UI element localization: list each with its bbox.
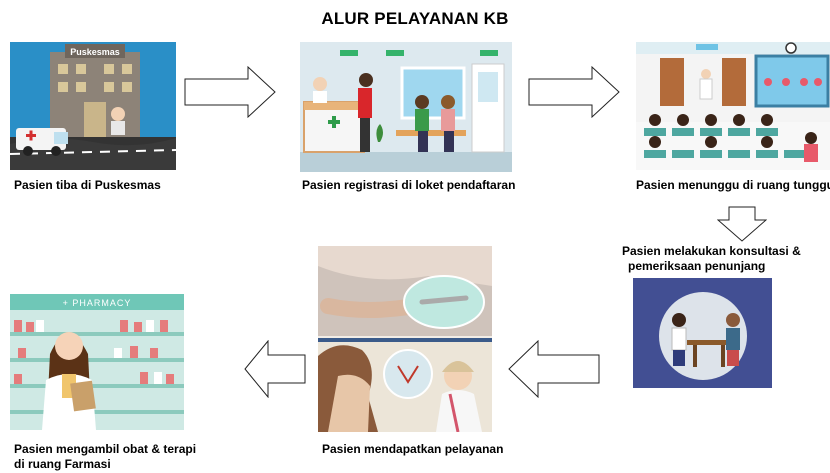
caption-step-6-line1: Pasien mengambil obat & terapi xyxy=(14,442,197,456)
caption-step-2: Pasien registrasi di loket pendaftaran xyxy=(302,178,516,192)
waiting-room-illustration xyxy=(636,42,830,170)
arrow-left-2 xyxy=(244,340,306,398)
caption-step-6-line2: di ruang Farmasi xyxy=(14,457,111,471)
pharmacy-illustration: + PHARMACY xyxy=(10,294,184,430)
caption-step-4: Pasien melakukan konsultasi & pemeriksaa… xyxy=(622,244,801,274)
arrow-right-1 xyxy=(184,66,276,118)
caption-step-4-line1: Pasien melakukan konsultasi & xyxy=(622,244,801,258)
hospital-cross-icon xyxy=(328,116,340,128)
caption-step-4-line2: pemeriksaan penunjang xyxy=(628,259,766,273)
diagram-title: ALUR PELAYANAN KB xyxy=(321,9,509,28)
pharmacy-sign: + PHARMACY xyxy=(63,298,132,308)
registration-illustration xyxy=(300,42,512,172)
caption-step-6: Pasien mengambil obat & terapi di ruang … xyxy=(14,442,196,472)
consultation-illustration xyxy=(633,278,772,388)
iud-icon xyxy=(419,295,469,305)
caption-step-5: Pasien mendapatkan pelayanan xyxy=(322,442,504,456)
puskesmas-illustration: Puskesmas xyxy=(10,42,176,170)
caption-step-1: Pasien tiba di Puskesmas xyxy=(14,178,161,192)
clock-icon xyxy=(785,42,797,54)
arrow-down xyxy=(717,206,767,242)
puskesmas-sign: Puskesmas xyxy=(70,47,120,57)
ambulance-icon xyxy=(16,128,68,156)
service-illustration xyxy=(318,246,492,432)
caption-step-3: Pasien menunggu di ruang tunggu xyxy=(636,178,830,192)
arrow-left-1 xyxy=(508,340,600,398)
arrow-right-2 xyxy=(528,66,620,118)
